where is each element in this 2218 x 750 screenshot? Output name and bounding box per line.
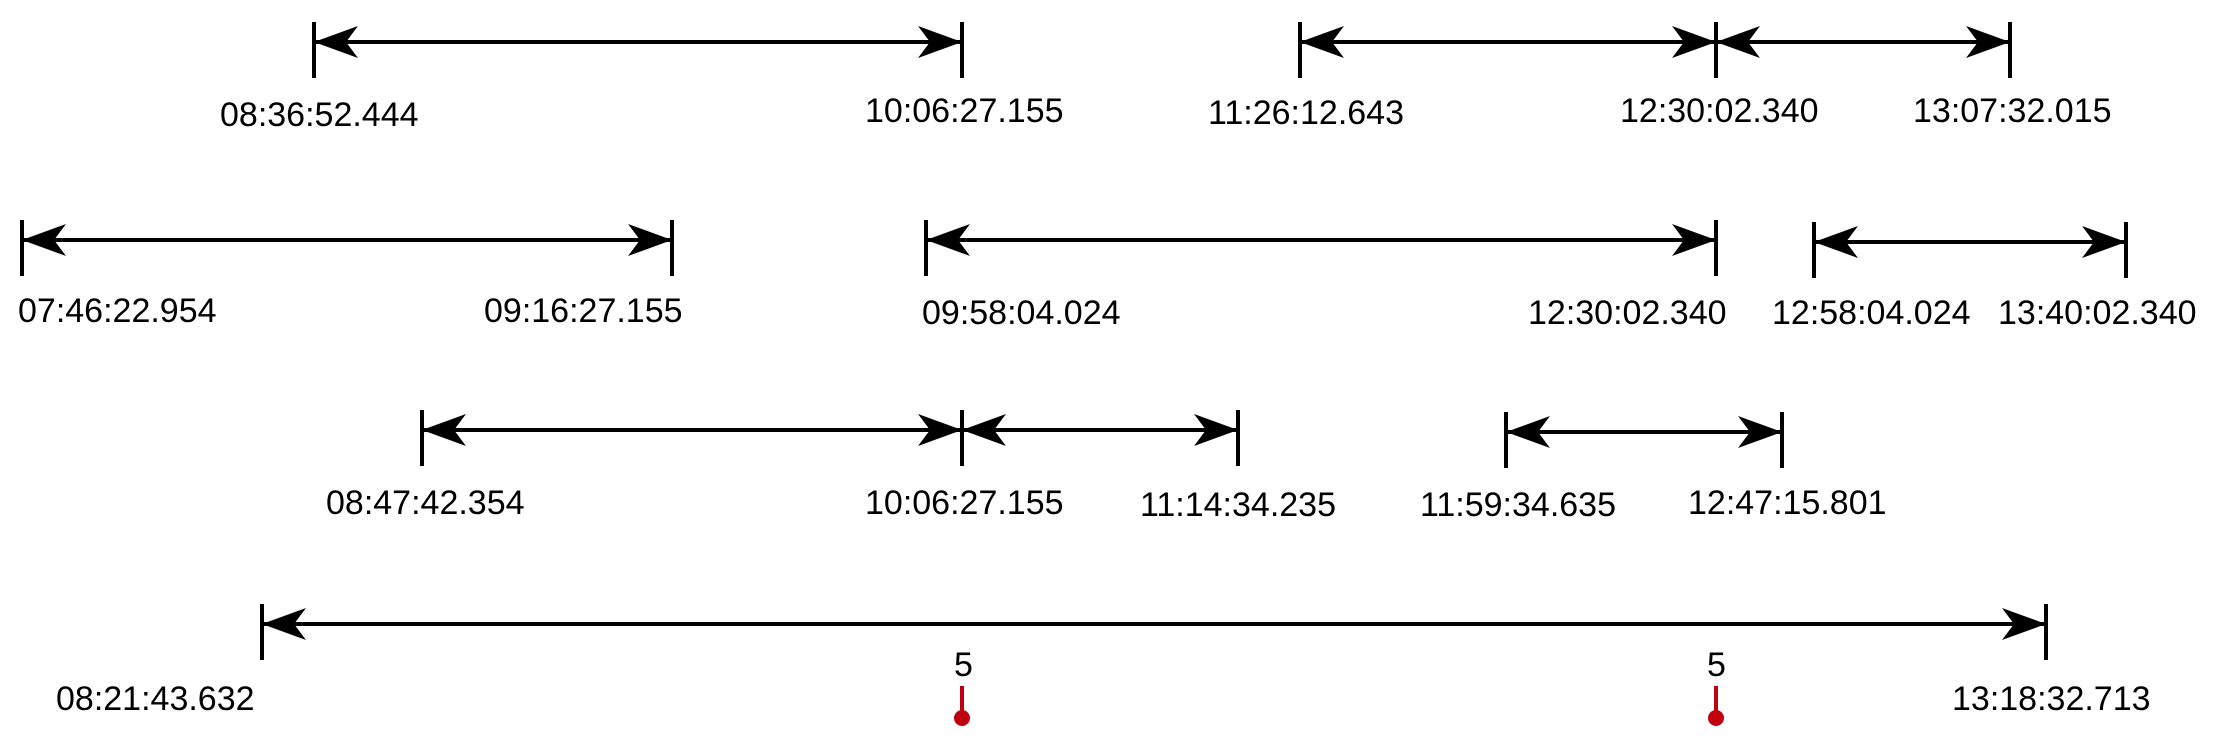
end-time-label: 12:47:15.801 bbox=[1688, 484, 1887, 522]
row-1: 08:36:52.444 10:06:27.155 11:26:12.643 1… bbox=[220, 22, 2112, 134]
start-time-label: 12:58:04.024 bbox=[1772, 294, 1971, 332]
row-3: 08:47:42.354 10:06:27.155 11:14:34.235 1… bbox=[326, 410, 1887, 524]
end-time-label: 12:30:02.340 bbox=[1620, 92, 1819, 130]
interval-row-4-1: 08:21:43.632 13:18:32.713 bbox=[56, 604, 2151, 718]
start-time-label: 11:59:34.635 bbox=[1420, 486, 1616, 524]
event-marker-2: 5 bbox=[1707, 646, 1726, 726]
start-time-label: 08:36:52.444 bbox=[220, 96, 419, 134]
end-time-label: 09:16:27.155 bbox=[484, 292, 683, 330]
interval-row-3-3: 11:59:34.635 12:47:15.801 bbox=[1420, 412, 1887, 524]
row-4: 08:21:43.632 13:18:32.713 5 5 bbox=[56, 604, 2151, 726]
marker-pin-head bbox=[1708, 710, 1724, 726]
row-2: 07:46:22.954 09:16:27.155 09:58:04.024 1… bbox=[18, 220, 2197, 332]
marker-count-label: 5 bbox=[1707, 646, 1726, 684]
interval-row-1-2: 11:26:12.643 12:30:02.340 bbox=[1208, 22, 1819, 132]
end-time-label: 13:40:02.340 bbox=[1998, 294, 2197, 332]
end-time-label: 10:06:27.155 bbox=[865, 484, 1064, 522]
start-time-label: 08:21:43.632 bbox=[56, 680, 255, 718]
end-time-label: 12:30:02.340 bbox=[1528, 294, 1727, 332]
marker-count-label: 5 bbox=[954, 646, 973, 684]
interval-row-2-3: 12:58:04.024 13:40:02.340 bbox=[1772, 222, 2197, 332]
start-time-label: 07:46:22.954 bbox=[18, 292, 217, 330]
start-time-label: 09:58:04.024 bbox=[922, 294, 1121, 332]
end-time-label: 13:18:32.713 bbox=[1952, 680, 2151, 718]
end-time-label: 11:14:34.235 bbox=[1140, 486, 1336, 524]
interval-row-1-1: 08:36:52.444 10:06:27.155 bbox=[220, 22, 1064, 134]
interval-row-2-1: 07:46:22.954 09:16:27.155 bbox=[18, 220, 683, 330]
end-time-label: 10:06:27.155 bbox=[865, 92, 1064, 130]
start-time-label: 11:26:12.643 bbox=[1208, 94, 1404, 132]
interval-row-2-2: 09:58:04.024 12:30:02.340 bbox=[922, 220, 1727, 332]
event-marker-1: 5 bbox=[954, 646, 973, 726]
interval-row-3-1: 08:47:42.354 10:06:27.155 bbox=[326, 410, 1064, 522]
interval-row-3-2: 11:14:34.235 bbox=[962, 410, 1336, 524]
interval-row-1-3: 13:07:32.015 bbox=[1716, 22, 2112, 130]
marker-pin-head bbox=[954, 710, 970, 726]
start-time-label: 08:47:42.354 bbox=[326, 484, 525, 522]
end-time-label: 13:07:32.015 bbox=[1913, 92, 2112, 130]
